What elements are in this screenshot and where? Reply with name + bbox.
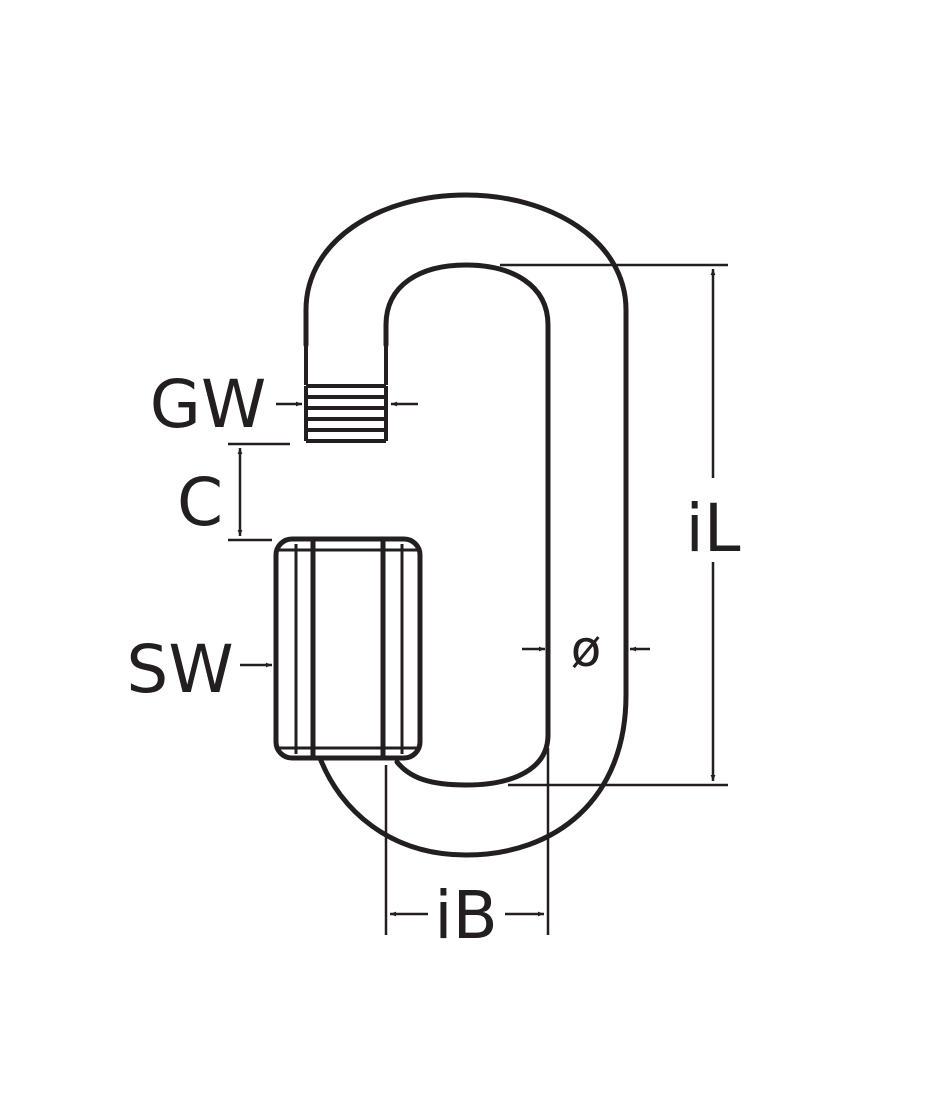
label-diameter: ø — [571, 620, 602, 678]
label-ib: iB — [434, 877, 498, 954]
label-il: iL — [685, 490, 740, 567]
link-outer-contour — [303, 192, 629, 858]
dimension-lines — [228, 263, 728, 935]
thread — [304, 345, 388, 443]
hex-nut — [273, 536, 423, 761]
link-inner-contour — [383, 262, 551, 788]
label-c: C — [177, 464, 223, 541]
quick-link-body — [303, 192, 629, 858]
label-gw: GW — [150, 366, 266, 443]
label-sw: SW — [126, 631, 233, 708]
